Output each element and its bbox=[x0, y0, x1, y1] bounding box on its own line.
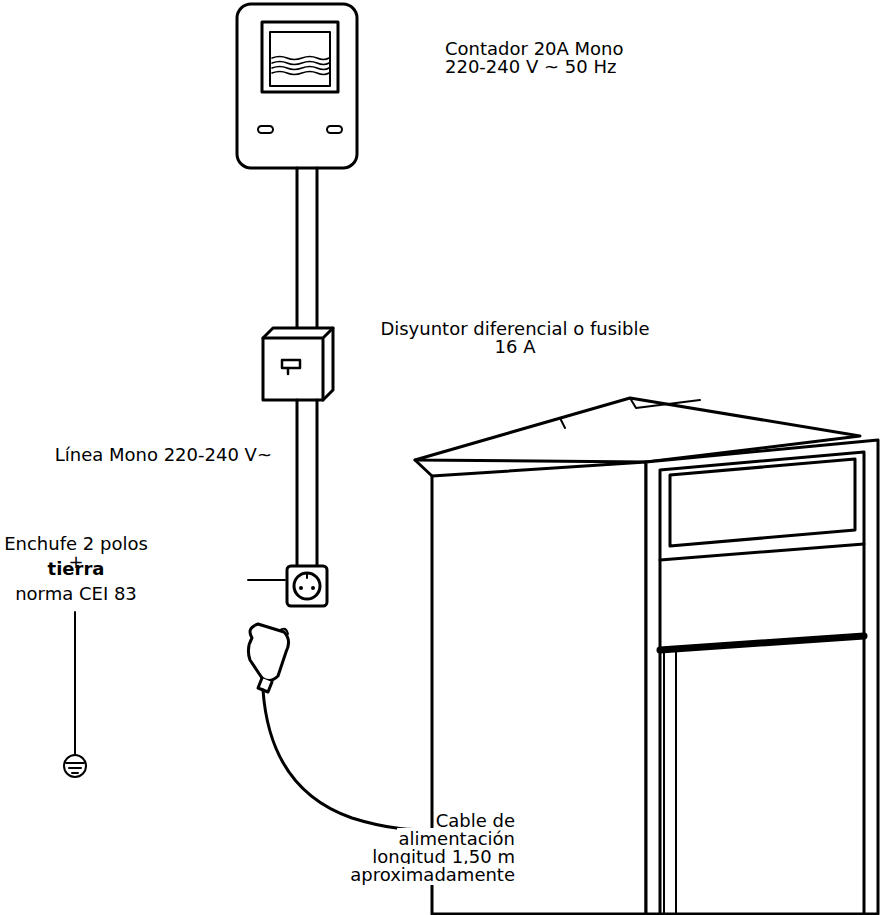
cable-label: Cable de alimentación longitud 1,50 m ap… bbox=[322, 812, 517, 884]
power-plug bbox=[248, 624, 288, 692]
supply-line bbox=[297, 400, 317, 566]
standard-label: norma CEI 83 bbox=[0, 585, 152, 603]
power-cable bbox=[263, 690, 432, 830]
wall-socket bbox=[287, 566, 327, 606]
earth-symbol bbox=[64, 612, 86, 777]
supply-wire bbox=[297, 168, 317, 330]
line-label: Línea Mono 220-240 V~ bbox=[10, 446, 272, 464]
electricity-meter bbox=[237, 4, 357, 168]
meter-label: Contador 20A Mono 220-240 V ~ 50 Hz bbox=[445, 40, 650, 76]
circuit-breaker bbox=[263, 328, 333, 400]
earth-label: tierra bbox=[0, 560, 152, 578]
leader-line bbox=[248, 579, 285, 581]
breaker-label: Disyuntor diferencial o fusible 16 A bbox=[380, 320, 650, 356]
